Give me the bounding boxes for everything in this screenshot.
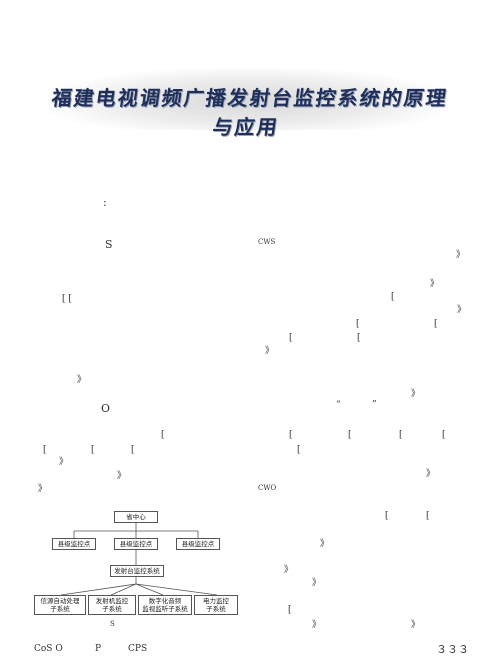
subsystem-node: 电力监控 子系统 <box>194 595 238 615</box>
banner-shadow <box>48 68 448 130</box>
right-fragment: 》 <box>457 305 467 315</box>
left-fragment: : <box>103 196 107 209</box>
node-label: 发射机监控 子系统 <box>95 597 129 613</box>
connector-line <box>110 583 137 596</box>
left-fragment: 》 <box>59 457 69 467</box>
node-label: 县级监控点 <box>119 540 153 548</box>
left-fragment: [ [ <box>62 294 72 304</box>
right-fragment: ” <box>372 400 377 410</box>
right-fragment: CWS <box>258 238 276 246</box>
right-fragment: “ <box>336 400 341 410</box>
figure-caption: S <box>110 620 115 628</box>
left-fragment: [ <box>43 445 47 455</box>
right-fragment: 》 <box>320 539 330 549</box>
monitoring-system-diagram: 省中心 县级监控点 县级监控点 县级监控点 发射台监控系统 信源自动处理 子系统… <box>32 502 240 620</box>
node-label: 信源自动处理 子系统 <box>40 597 80 613</box>
right-fragment: [ <box>434 319 438 329</box>
node-label: 数字化音频 监视监听子系统 <box>142 597 188 613</box>
connector-line <box>135 583 218 596</box>
right-fragment: 》 <box>430 279 440 289</box>
right-fragment: 》 <box>312 620 322 630</box>
connector-line <box>60 583 137 596</box>
right-fragment: [ <box>297 445 301 455</box>
right-fragment: [ <box>289 333 293 343</box>
subsystem-node: 发射机监控 子系统 <box>88 595 136 615</box>
right-fragment: [ <box>442 430 446 440</box>
right-fragment: [ <box>357 333 361 343</box>
page-number: ３３３ <box>436 643 469 656</box>
connector-line <box>135 583 164 596</box>
footer-label: CPS <box>128 644 148 654</box>
right-fragment: [ <box>289 430 293 440</box>
node-label: 省中心 <box>126 513 146 521</box>
transmitter-monitor-node: 发射台监控系统 <box>110 565 164 577</box>
right-fragment: 》 <box>312 578 322 588</box>
right-fragment: 》 <box>456 250 466 260</box>
document-title: 福建电视调频广播发射台监控系统的原理与应用 <box>50 86 450 139</box>
right-fragment: 》 <box>411 620 421 630</box>
right-fragment: 》 <box>411 389 421 399</box>
province-center-node: 省中心 <box>114 511 158 523</box>
node-label: 县级监控点 <box>57 540 91 548</box>
left-fragment: 》 <box>77 375 87 385</box>
node-label: 发射台监控系统 <box>114 567 160 575</box>
title-banner: 福建电视调频广播发射台监控系统的原理与应用 <box>48 68 450 139</box>
county-monitor-node: 县级监控点 <box>176 538 220 550</box>
right-fragment: [ <box>288 605 292 615</box>
right-fragment: 》 <box>265 346 275 356</box>
county-monitor-node: 县级监控点 <box>52 538 96 550</box>
subsystem-node: 信源自动处理 子系统 <box>34 595 86 615</box>
node-label: 电力监控 子系统 <box>203 597 229 613</box>
right-fragment: 》 <box>284 565 294 575</box>
right-fragment: CWO <box>258 484 277 492</box>
right-fragment: [ <box>391 292 395 302</box>
left-fragment: [ <box>131 445 135 455</box>
left-fragment: S <box>105 238 113 251</box>
left-fragment: 》 <box>117 471 127 481</box>
right-fragment: [ <box>426 511 430 521</box>
right-fragment: [ <box>348 430 352 440</box>
footer-label: CoS O <box>34 644 63 654</box>
node-label: 县级监控点 <box>181 540 215 548</box>
left-fragment: [ <box>91 445 95 455</box>
subsystem-node: 数字化音频 监视监听子系统 <box>138 595 192 615</box>
right-fragment: [ <box>399 430 403 440</box>
right-fragment: [ <box>356 319 360 329</box>
right-fragment: 》 <box>426 469 436 479</box>
diagram-connectors <box>60 523 218 596</box>
county-monitor-node: 县级监控点 <box>114 538 158 550</box>
left-fragment: 》 <box>38 484 48 494</box>
left-fragment: [ <box>161 430 165 440</box>
footer-label: P <box>95 644 102 654</box>
left-fragment: O <box>101 402 111 415</box>
right-fragment: [ <box>385 511 389 521</box>
